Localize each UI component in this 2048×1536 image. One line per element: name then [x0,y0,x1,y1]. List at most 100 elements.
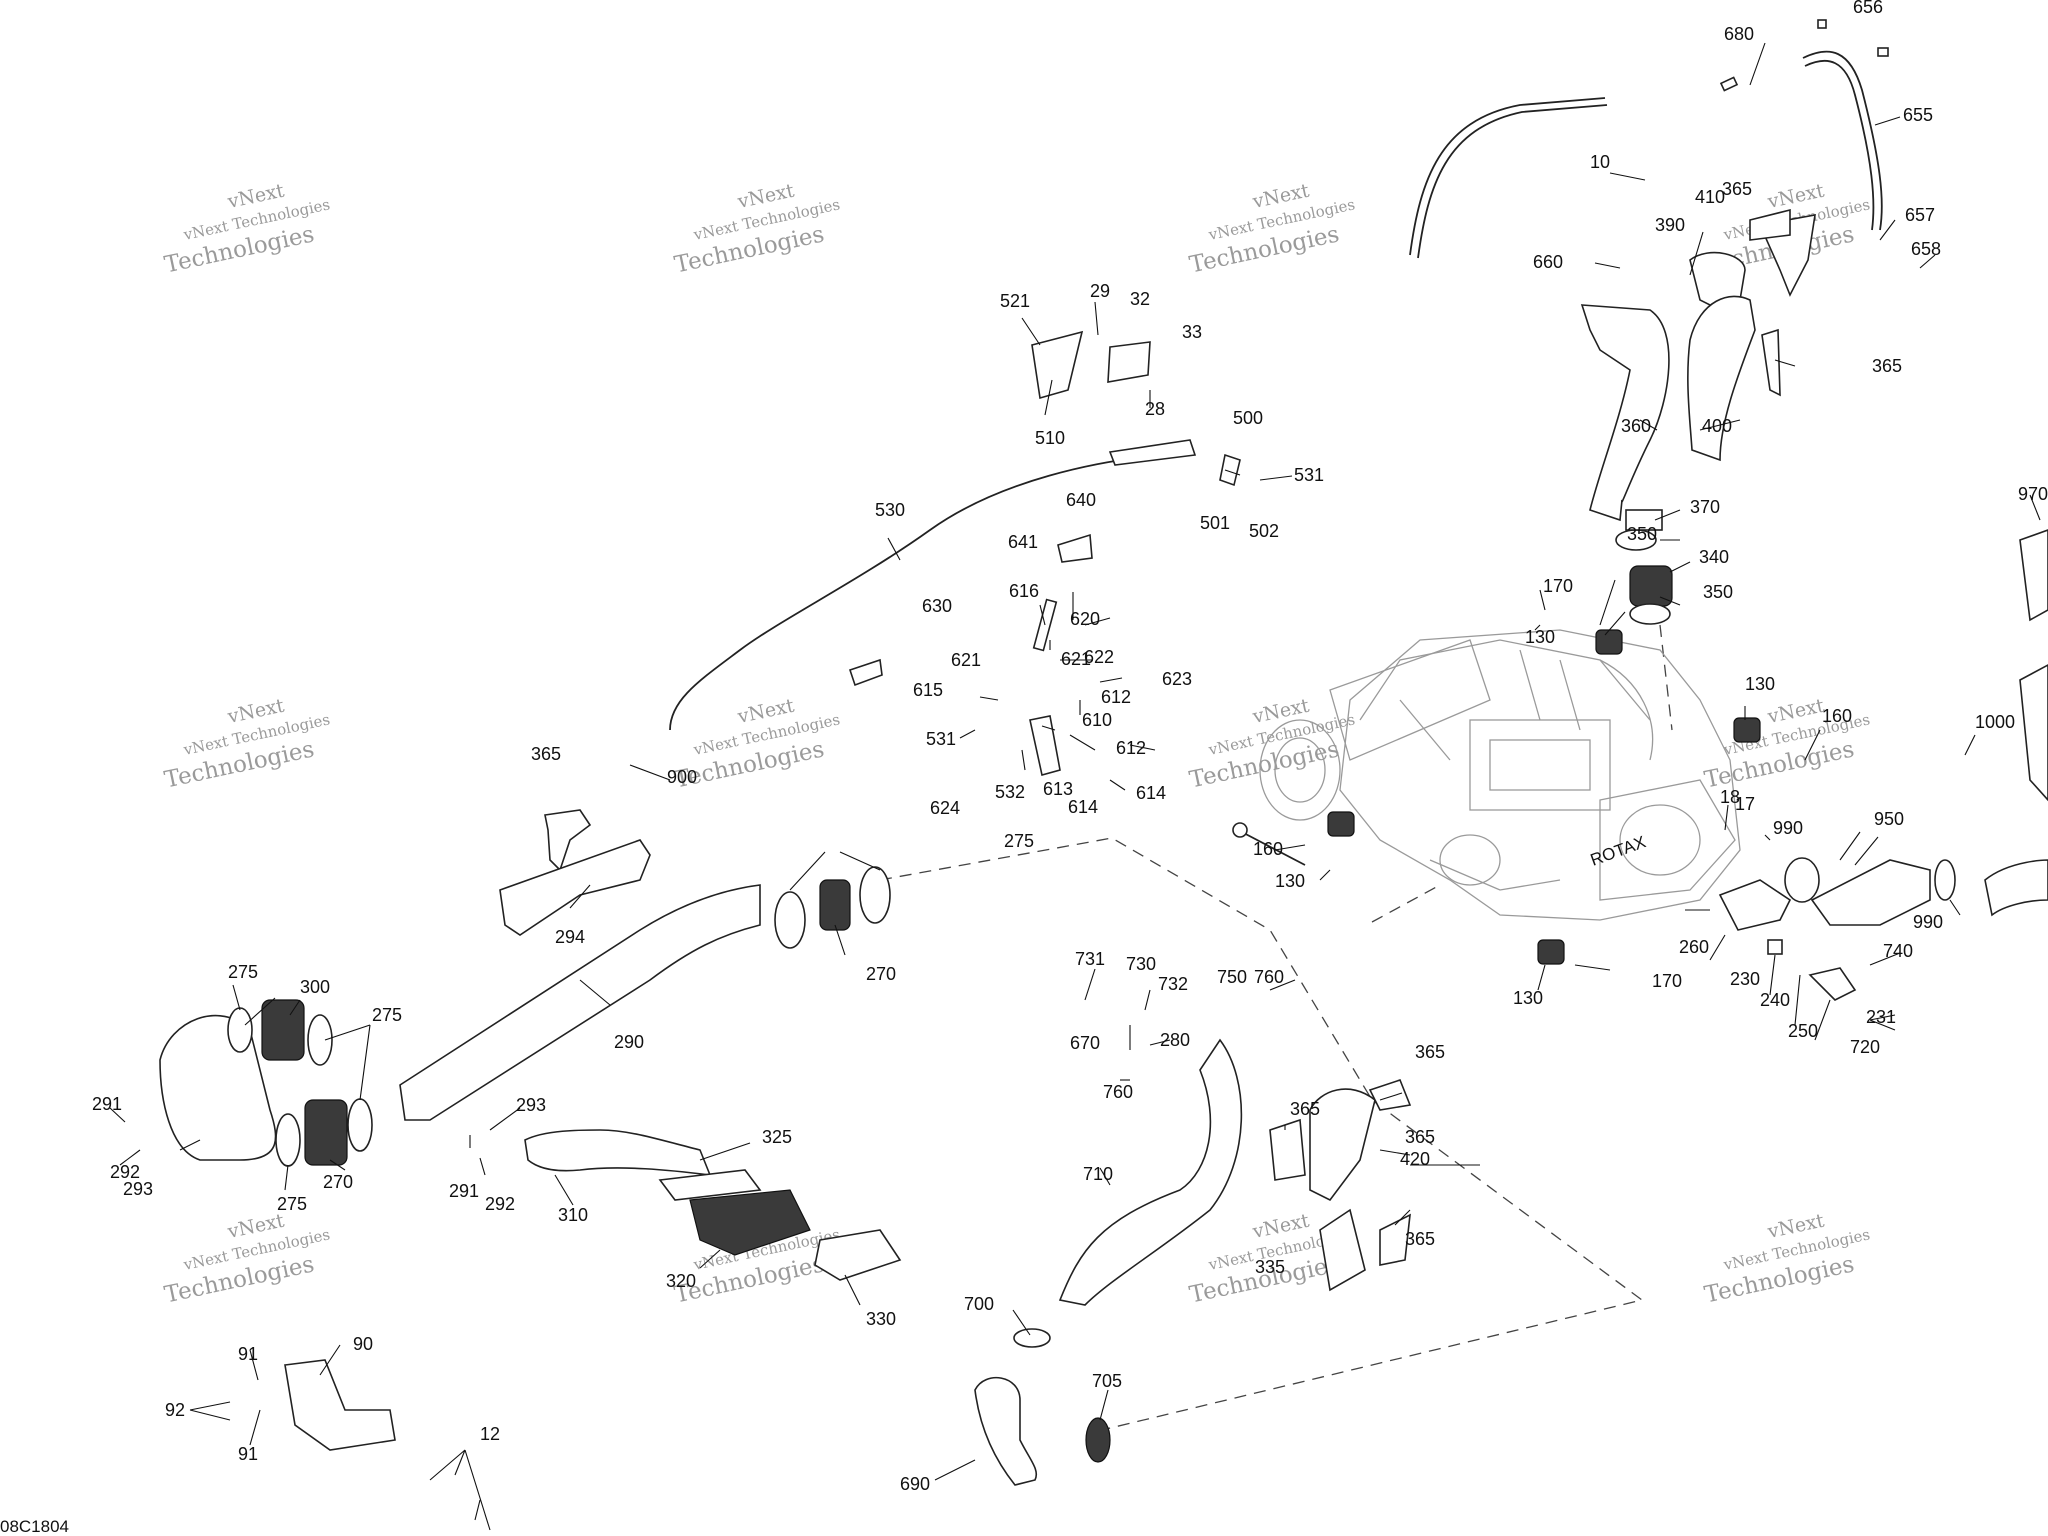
callout-613: 613 [1043,779,1073,799]
callout-370: 370 [1690,497,1720,517]
seal-365b [1761,328,1781,397]
callout-240: 240 [1760,990,1790,1010]
callout-130: 130 [1525,627,1555,647]
callout-91: 91 [238,1444,258,1464]
callout-365: 365 [531,744,561,764]
callout-531: 531 [1294,465,1324,485]
clamp-700 [1013,1328,1051,1348]
callout-231: 231 [1866,1007,1896,1027]
clip-640 [1057,533,1093,563]
callout-410: 410 [1695,187,1725,207]
duct-310 [524,1129,712,1176]
engine-brand-label: ROTAX [1588,832,1648,869]
callout-990: 990 [1913,912,1943,932]
duct-290 [399,884,761,1121]
callout-731: 731 [1075,949,1105,969]
callout-610: 610 [1082,710,1112,730]
callout-660: 660 [1533,252,1563,272]
leader-lines [109,42,2041,1531]
mount-130a [1595,629,1623,655]
callout-230: 230 [1730,969,1760,989]
callout-710: 710 [1083,1164,1113,1184]
callout-760: 760 [1103,1082,1133,1102]
hose-10 [1409,97,1606,256]
callout-280: 280 [1160,1030,1190,1050]
clamp-990a [1784,857,1820,903]
mount-130d [1537,939,1565,965]
callout-500: 500 [1233,408,1263,428]
callout-291: 291 [449,1181,479,1201]
clamp-275d [307,1014,333,1066]
seal-365-mid2 [1368,1079,1412,1111]
callout-170: 170 [1652,971,1682,991]
callout-532: 532 [995,782,1025,802]
callout-614: 614 [1068,797,1098,817]
callout-270: 270 [866,964,896,984]
callout-130: 130 [1745,674,1775,694]
plate-33 [1107,341,1151,383]
callout-292: 292 [485,1194,515,1214]
callout-420: 420 [1400,1149,1430,1169]
callout-360: 360 [1621,416,1651,436]
callout-260: 260 [1679,937,1709,957]
duct-360 [1580,304,1670,522]
spacer-240 [1767,939,1783,955]
callout-170: 170 [1543,576,1573,596]
duct-335 [1319,1208,1366,1292]
callout-690: 690 [900,1474,930,1494]
engine-assembly: ROTAX [1259,629,1741,921]
callout-501: 501 [1200,513,1230,533]
callout-275: 275 [372,1005,402,1025]
bracket-230 [1718,879,1792,931]
callout-641: 641 [1008,532,1038,552]
callout-350: 350 [1627,524,1657,544]
clamp-275a [774,891,806,949]
callout-33: 33 [1182,322,1202,342]
callout-294: 294 [555,927,585,947]
callout-705: 705 [1092,1371,1122,1391]
callout-400: 400 [1702,416,1732,436]
callout-1000: 1000 [1975,712,2015,732]
duct-400 [1687,295,1756,462]
callout-335: 335 [1255,1257,1285,1277]
callout-510: 510 [1035,428,1065,448]
duct-280 [159,1014,277,1161]
callout-275: 275 [277,1194,307,1214]
callout-320: 320 [666,1271,696,1291]
bracket-500 [1219,453,1241,487]
callout-950: 950 [1874,809,1904,829]
callout-29: 29 [1090,281,1110,301]
callout-530: 530 [875,500,905,520]
clamp-275c [227,1007,253,1053]
connector-680 [1719,76,1739,92]
heat-shield-294 [499,839,651,936]
callout-640: 640 [1066,490,1096,510]
callout-365: 365 [1405,1127,1435,1147]
duct-right [1984,859,2048,917]
callout-18: 18 [1720,787,1740,807]
callout-616: 616 [1009,581,1039,601]
seal-365-mid [1269,1118,1306,1181]
callout-292: 292 [110,1162,140,1182]
gasket-325 [658,1169,762,1201]
callout-900: 900 [667,767,697,787]
callout-290: 290 [614,1032,644,1052]
parts [159,19,2048,1486]
callout-521: 521 [1000,291,1030,311]
hose-655 [1802,50,1883,231]
housing-320 [689,1189,811,1256]
callout-531: 531 [926,729,956,749]
callout-970: 970 [2018,484,2048,504]
callout-160: 160 [1822,706,1852,726]
callout-310: 310 [558,1205,588,1225]
callout-12: 12 [480,1424,500,1444]
callout-275: 275 [228,962,258,982]
callout-365: 365 [1405,1229,1435,1249]
callout-656: 656 [1853,0,1883,17]
clamp-275e [275,1113,301,1167]
